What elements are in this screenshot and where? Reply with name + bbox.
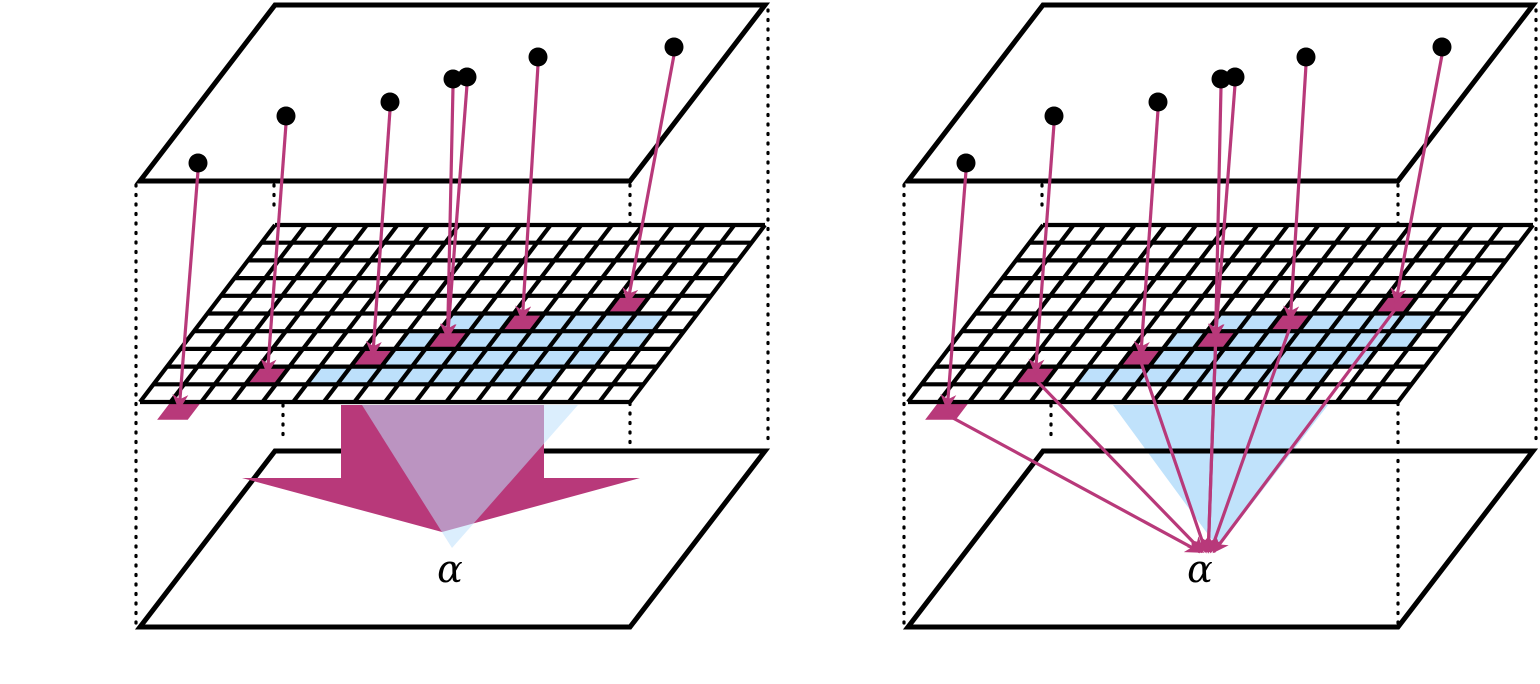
- vertical-guide-lines: [134, 8, 770, 629]
- point-arrow: [1390, 54, 1444, 305]
- point-arrow: [260, 123, 288, 376]
- grid-line: [536, 223, 675, 404]
- sample-dot: [1148, 92, 1168, 112]
- point-arrow: [1133, 109, 1160, 358]
- grid-line: [260, 223, 400, 404]
- grid-line: [1212, 223, 1351, 404]
- grid-line: [967, 223, 1106, 404]
- grid-line: [505, 223, 645, 404]
- cell-to-output-arrows: [946, 307, 1397, 554]
- point-arrow: [1208, 84, 1237, 340]
- sample-dot: [528, 47, 548, 67]
- grid-line: [444, 223, 583, 404]
- point-to-cell-arrows: [940, 54, 1444, 411]
- grid-line: [413, 223, 553, 404]
- region-cone-shape: [362, 405, 578, 548]
- panel-right: α: [902, 2, 1539, 630]
- point-arrow: [440, 84, 469, 340]
- point-arrow: [622, 54, 676, 305]
- grid-line: [1181, 223, 1321, 404]
- grid-line: [168, 223, 308, 404]
- grid-line: [1151, 223, 1290, 404]
- point-arrow: [439, 86, 456, 340]
- sample-dot: [188, 153, 208, 173]
- grid-line: [1304, 223, 1443, 404]
- fan-arrow: [1139, 361, 1209, 554]
- point-arrow: [365, 109, 392, 358]
- sample-dot: [1211, 69, 1231, 89]
- grid-line: [1090, 223, 1229, 404]
- grid-line: [230, 223, 369, 404]
- point-arrow: [940, 170, 968, 411]
- sample-points: [188, 37, 684, 173]
- grid-line: [199, 223, 338, 404]
- grid-line: [906, 223, 1045, 404]
- sample-dot: [956, 153, 976, 173]
- sample-dot: [276, 106, 296, 126]
- point-arrow: [1028, 123, 1056, 376]
- target-cell: [925, 402, 970, 420]
- target-cell: [157, 402, 202, 420]
- grid-line: [597, 223, 737, 404]
- grid-line: [383, 223, 522, 404]
- grid-line: [998, 223, 1137, 404]
- grid-line: [1396, 223, 1535, 404]
- panel-left: α: [134, 2, 771, 630]
- grid-line: [1059, 223, 1198, 404]
- sample-dot: [1044, 106, 1064, 126]
- sample-dot: [1225, 67, 1245, 87]
- sample-dot: [380, 92, 400, 112]
- grid-line: [138, 223, 277, 404]
- grid-line: [567, 223, 706, 404]
- fan-arrow: [1200, 343, 1218, 554]
- sample-dot: [443, 69, 463, 89]
- sample-dot: [664, 37, 684, 57]
- grid-line: [352, 223, 492, 404]
- point-arrow: [1207, 86, 1224, 340]
- grid-line: [1243, 223, 1382, 404]
- grid-line: [475, 223, 614, 404]
- sample-dot: [1432, 37, 1452, 57]
- grid-line: [936, 223, 1076, 404]
- sample-dot: [1296, 47, 1316, 67]
- point-to-cell-arrows: [172, 54, 676, 411]
- bottom-plane: [902, 448, 1539, 630]
- grid-line: [322, 223, 461, 404]
- sample-dot: [457, 67, 477, 87]
- merge-arrow: [242, 405, 640, 548]
- grid-line: [1273, 223, 1413, 404]
- grid-line: [628, 223, 767, 404]
- output-label: α: [1187, 547, 1213, 591]
- fan-arrow: [946, 413, 1202, 554]
- grid-line: [1365, 223, 1505, 404]
- grid-line: [291, 223, 430, 404]
- point-arrow: [1283, 64, 1308, 322]
- output-label: α: [437, 547, 463, 591]
- grid-line: [1335, 223, 1474, 404]
- fan-arrow: [1034, 378, 1204, 554]
- fan-arrow: [1212, 307, 1397, 554]
- vertical-guide-lines: [902, 8, 1538, 629]
- point-arrow: [515, 64, 540, 322]
- point-arrow: [172, 170, 200, 411]
- fan-arrow: [1207, 325, 1292, 554]
- sample-points: [956, 37, 1452, 173]
- grid-line: [1028, 223, 1168, 404]
